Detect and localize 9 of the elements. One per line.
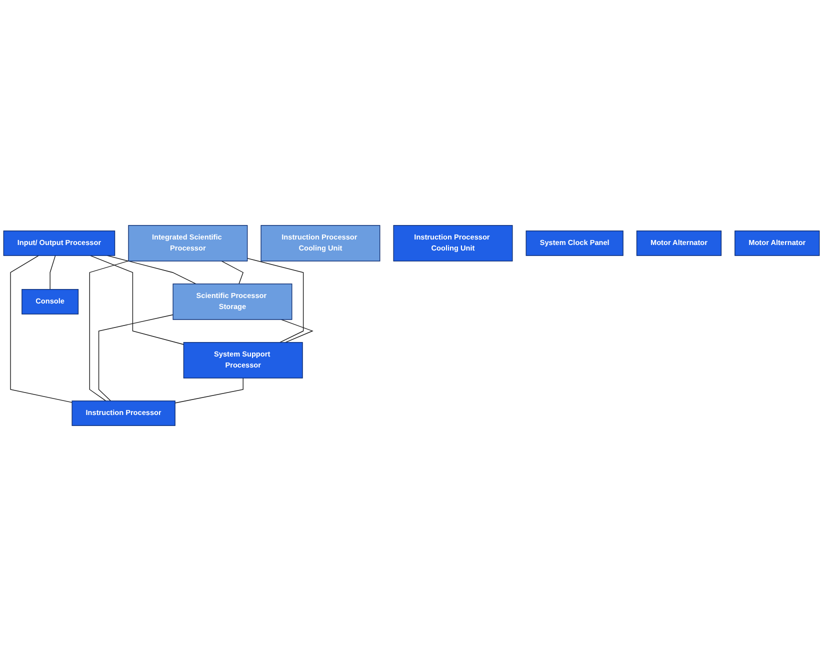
- connector: [50, 255, 56, 290]
- connector: [174, 378, 244, 404]
- connector: [89, 260, 129, 402]
- connector: [221, 260, 244, 284]
- connector: [106, 255, 196, 284]
- connector: [90, 255, 184, 345]
- connector: [246, 258, 304, 343]
- connector: [98, 314, 174, 402]
- connector: [10, 255, 72, 403]
